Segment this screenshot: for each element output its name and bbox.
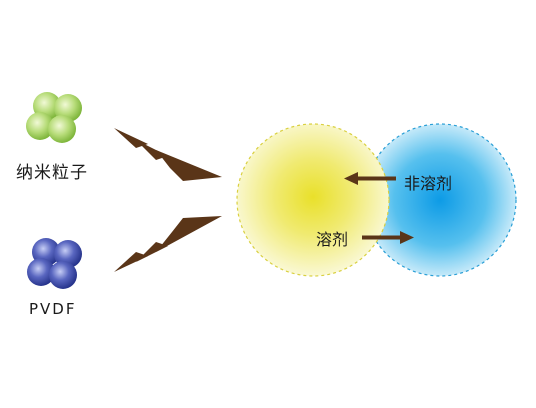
solvent-circle (236, 123, 390, 277)
pvdf-cluster-icon (27, 238, 82, 289)
lower-input-arrow-icon (114, 216, 222, 272)
non-solvent-label: 非溶剂 (404, 174, 453, 193)
nanoparticles-label: 纳米粒子 (16, 163, 88, 183)
nanoparticle-cluster-icon (26, 92, 82, 143)
arrow-left-icon (344, 172, 396, 185)
upper-input-arrow-icon (114, 128, 222, 181)
arrow-right-icon (362, 231, 414, 244)
solvent-label: 溶剂 (316, 230, 349, 249)
pvdf-label: PVDF (29, 300, 77, 318)
